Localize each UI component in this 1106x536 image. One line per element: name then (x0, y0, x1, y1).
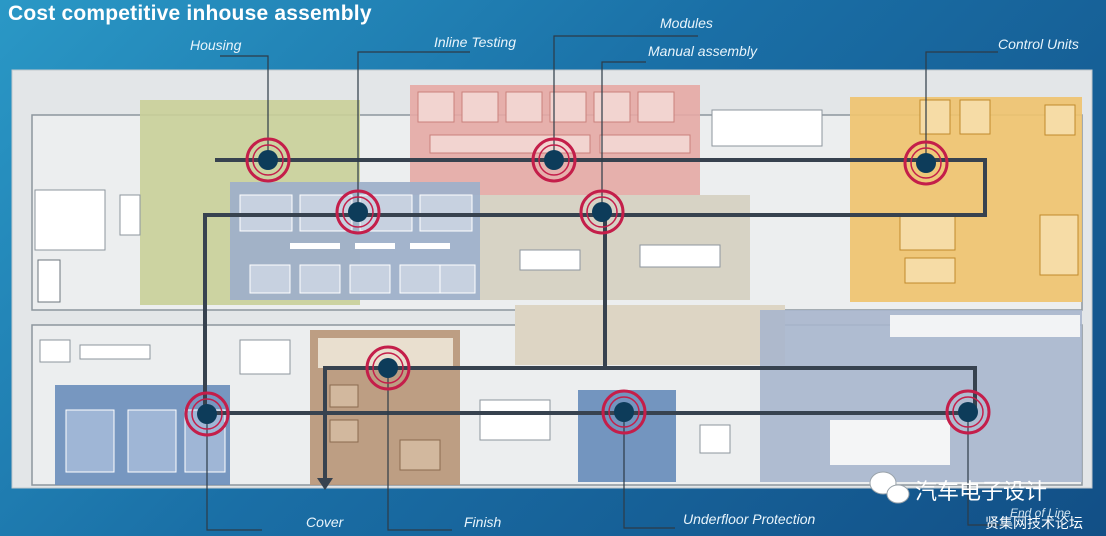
station-marker-housing (245, 137, 291, 183)
office-box (37, 259, 61, 303)
eol-light-strip (890, 315, 1080, 337)
finish-stations (329, 384, 441, 471)
wechat-logo-icon (869, 471, 910, 504)
station-marker-inline-testing (335, 189, 381, 235)
callout-underfloor-protection: Underfloor Protection (683, 511, 816, 527)
station-marker-modules (531, 137, 577, 183)
station-marker-manual-assembly (579, 189, 625, 235)
callout-end-of-line: End of Line (1010, 506, 1071, 520)
zone-center (515, 305, 785, 365)
station-marker-underfloor-protection (601, 389, 647, 435)
callout-control-units: Control Units (998, 36, 1079, 52)
watermark-forum: 贤集网技术论坛 (985, 516, 1083, 532)
callout-modules: Modules (660, 15, 713, 31)
callout-inline-testing: Inline Testing (434, 34, 516, 50)
callout-cover: Cover (306, 514, 344, 530)
callout-finish: Finish (464, 514, 502, 530)
inline-testing-bars (290, 243, 450, 249)
callout-leaders (206, 35, 1008, 531)
production-flow (200, 158, 987, 478)
watermark-channel: 汽车电子设计 (915, 480, 1048, 505)
cover-stations (65, 409, 226, 473)
eol-light-block (830, 420, 950, 465)
misc-equipment (34, 109, 823, 454)
inline-testing-stations (239, 194, 476, 294)
control-unit-cells (899, 99, 1079, 284)
page-title: Cost competitive inhouse assembly (8, 2, 372, 25)
station-marker-control-units (903, 140, 949, 186)
flow-arrowhead (317, 478, 333, 490)
station-marker-cover (184, 391, 230, 437)
station-marker-finish (365, 345, 411, 391)
callout-housing: Housing (190, 37, 242, 53)
callout-manual-assembly: Manual assembly (648, 43, 757, 59)
station-marker-end-of-line (945, 389, 991, 435)
